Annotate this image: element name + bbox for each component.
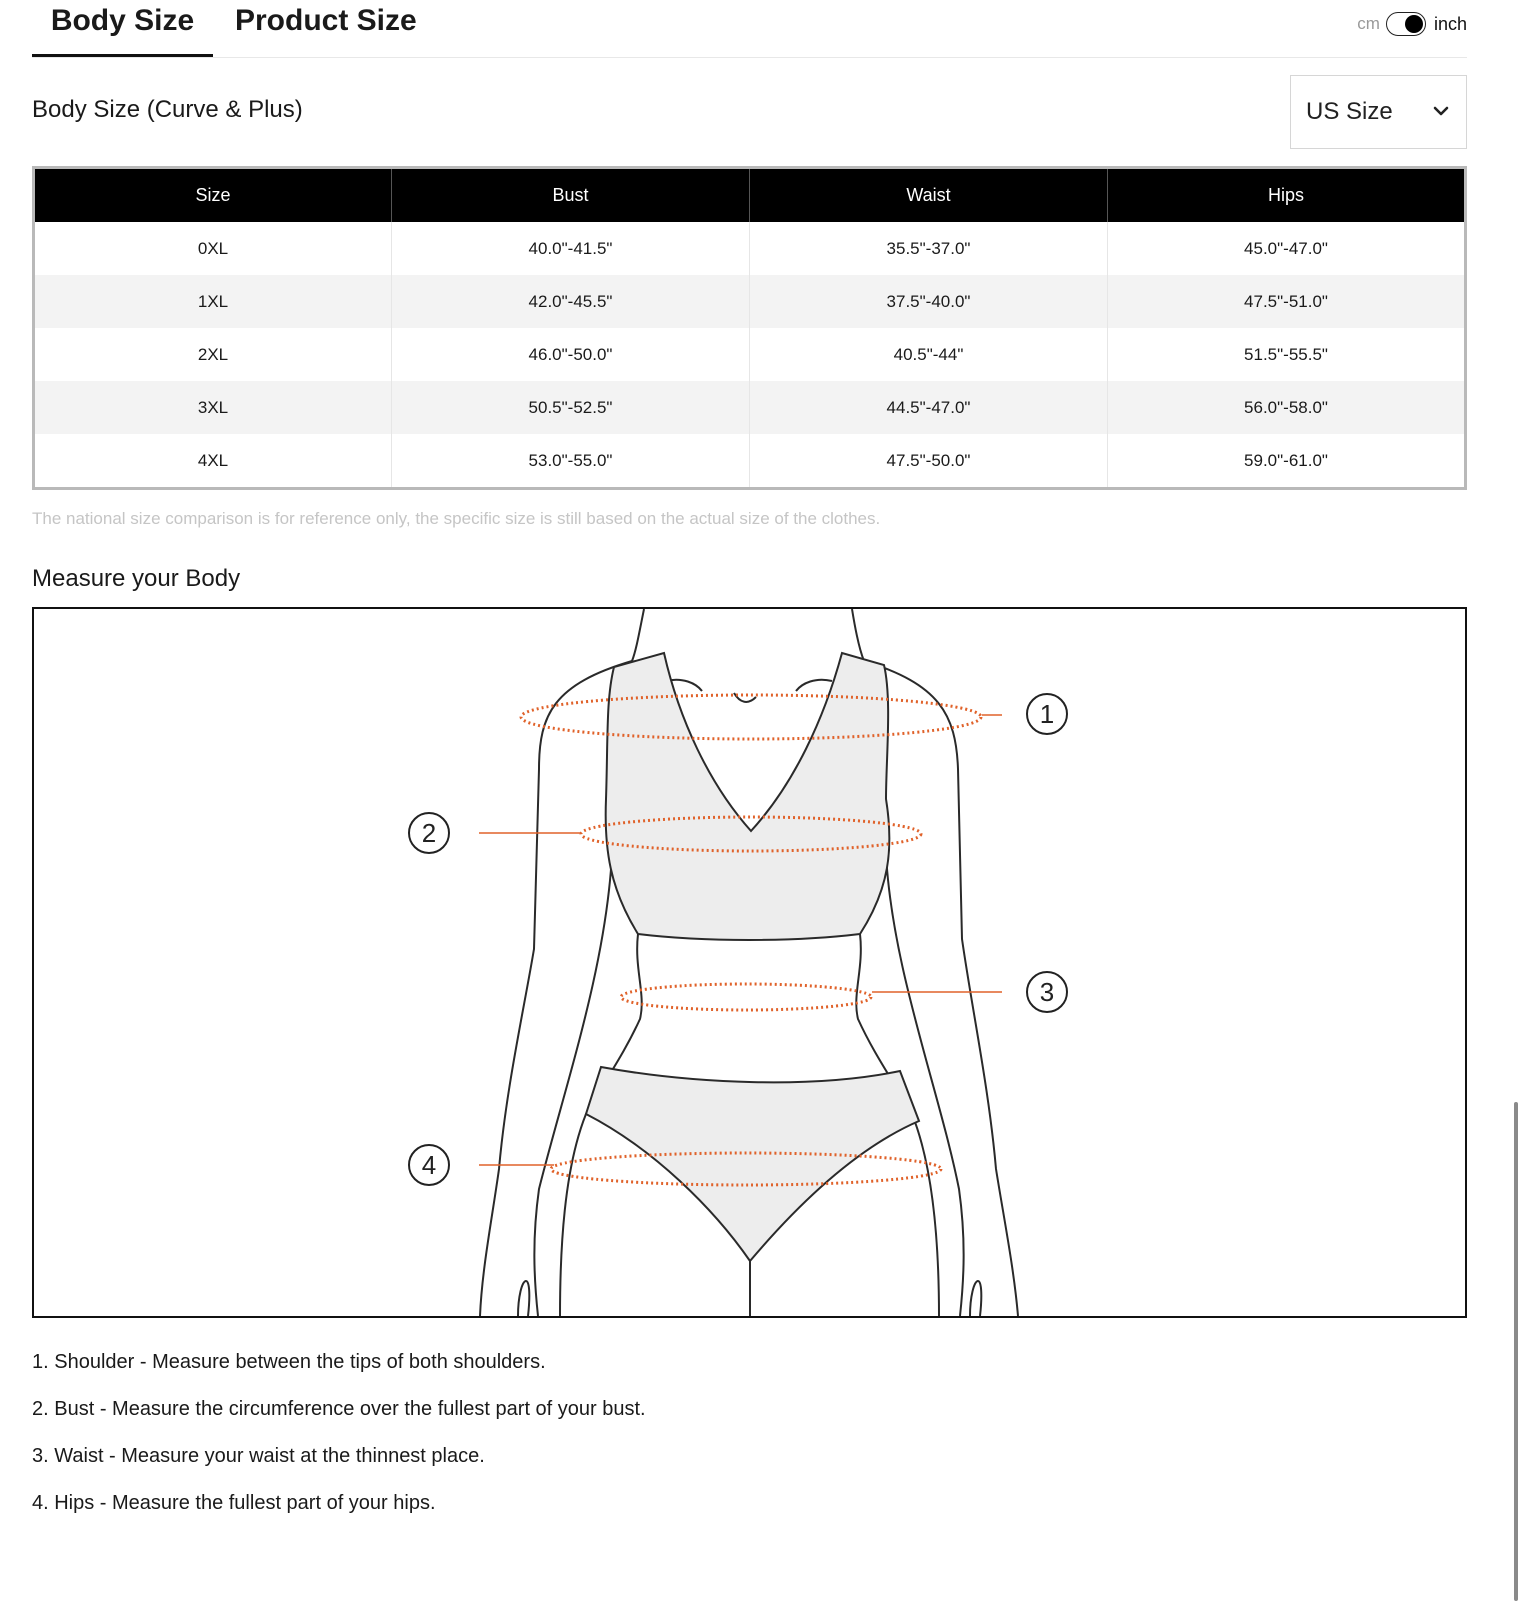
size-tabs: Body Size Product Size cm inch: [32, 0, 1467, 58]
instruction-hips: 4. Hips - Measure the fullest part of yo…: [32, 1492, 436, 1514]
cell-hips: 59.0"-61.0": [1107, 434, 1466, 489]
callout-bust: 2: [408, 812, 450, 854]
cell-size: 2XL: [197, 344, 229, 364]
instruction-bust: 2. Bust - Measure the circumference over…: [32, 1398, 646, 1420]
size-reference-note: The national size comparison is for refe…: [32, 509, 881, 528]
measure-instructions: 1. Shoulder - Measure between the tips o…: [32, 1348, 1467, 1536]
cell-waist: 44.5"-47.0": [749, 381, 1108, 434]
cell-bust: 50.5"-52.5": [391, 381, 750, 434]
cell-size: 0XL: [197, 238, 229, 258]
scrollbar-thumb[interactable]: [1514, 1102, 1518, 1601]
size-select-value: US Size: [1306, 98, 1393, 125]
cell-size: 1XL: [33, 275, 392, 328]
body-outline-illustration: [479, 609, 1019, 1316]
header-size: Size: [33, 167, 392, 222]
cell-hips: 47.5"-51.0": [1107, 275, 1466, 328]
tab-body-size[interactable]: Body Size: [32, 0, 213, 57]
section-header: Body Size (Curve & Plus) US Size: [32, 58, 1467, 166]
unit-inch-label[interactable]: inch: [1433, 13, 1467, 34]
cell-waist: 35.5"-37.0": [749, 222, 1108, 275]
callout-hips: 4: [408, 1144, 450, 1186]
header-waist: Waist: [749, 167, 1108, 222]
unit-switch[interactable]: [1385, 12, 1426, 36]
header-hips: Hips: [1107, 167, 1466, 222]
tab-product-size[interactable]: Product Size: [235, 4, 417, 37]
callout-waist: 3: [1026, 971, 1068, 1013]
cell-waist: 40.5"-44": [749, 328, 1108, 381]
size-guide: Body Size Product Size cm inch Body Size…: [32, 0, 1467, 1536]
chevron-down-icon: [1433, 106, 1449, 116]
header-bust: Bust: [391, 167, 750, 222]
table-row: 0XL 40.0"-41.5" 35.5"-37.0" 45.0"-47.0": [34, 222, 1466, 275]
callout-shoulder: 1: [1026, 693, 1068, 735]
table-row: 1XL 42.0"-45.5" 37.5"-40.0" 47.5"-51.0": [33, 275, 1466, 328]
size-table: Size Bust Waist Hips 0XL 40.0"-41.5" 35.…: [32, 166, 1467, 490]
cell-hips: 51.5"-55.5": [1107, 328, 1466, 381]
table-header-row: Size Bust Waist Hips: [33, 167, 1466, 222]
cell-bust: 53.0"-55.0": [391, 434, 750, 489]
unit-cm-label[interactable]: cm: [1357, 14, 1380, 33]
instruction-waist: 3. Waist - Measure your waist at the thi…: [32, 1445, 485, 1467]
cell-waist: 37.5"-40.0": [749, 275, 1108, 328]
cell-bust: 42.0"-45.5": [391, 275, 750, 328]
cell-hips: 56.0"-58.0": [1107, 381, 1466, 434]
table-row: 4XL 53.0"-55.0" 47.5"-50.0" 59.0"-61.0": [34, 434, 1466, 489]
unit-toggle: cm inch: [1357, 10, 1467, 38]
cell-bust: 46.0"-50.0": [391, 328, 750, 381]
cell-hips: 45.0"-47.0": [1107, 222, 1466, 275]
size-system-select[interactable]: US Size: [1290, 75, 1467, 149]
table-row: 3XL 50.5"-52.5" 44.5"-47.0" 56.0"-58.0": [33, 381, 1466, 434]
cell-waist: 47.5"-50.0": [749, 434, 1108, 489]
cell-size: 3XL: [33, 381, 392, 434]
scrollbar[interactable]: [1506, 1040, 1520, 1601]
instruction-shoulder: 1. Shoulder - Measure between the tips o…: [32, 1351, 546, 1373]
section-title: Body Size (Curve & Plus): [32, 96, 303, 123]
cell-bust: 40.0"-41.5": [391, 222, 750, 275]
measure-title: Measure your Body: [32, 565, 241, 592]
cell-size: 4XL: [197, 450, 229, 470]
switch-knob: [1404, 15, 1423, 33]
table-row: 2XL 46.0"-50.0" 40.5"-44" 51.5"-55.5": [34, 328, 1466, 381]
body-measure-figure: 1 2 3 4: [32, 607, 1467, 1318]
